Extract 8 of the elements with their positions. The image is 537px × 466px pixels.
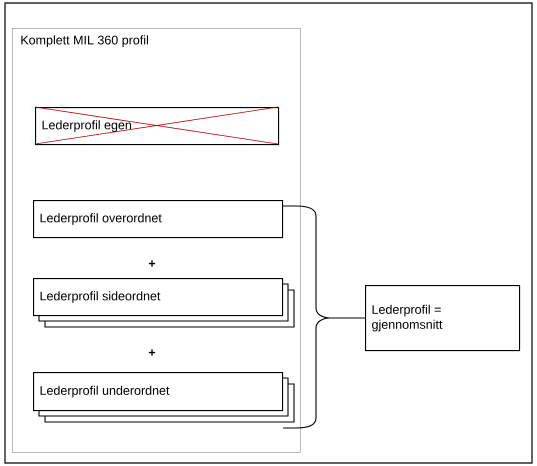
- plus-sign: +: [148, 260, 156, 267]
- profile-box: Lederprofil egen: [35, 107, 280, 146]
- brace-connector: [283, 317, 365, 429]
- stacked-profile-box: Lederprofil sideordnet: [33, 278, 295, 328]
- profile-box: Lederprofil overordnet: [33, 200, 284, 238]
- plus-sign: +: [148, 349, 156, 356]
- stacked-profile-box: Lederprofil underordnet: [33, 372, 295, 423]
- profile-box: Lederprofil = gjennomsnitt: [365, 285, 520, 352]
